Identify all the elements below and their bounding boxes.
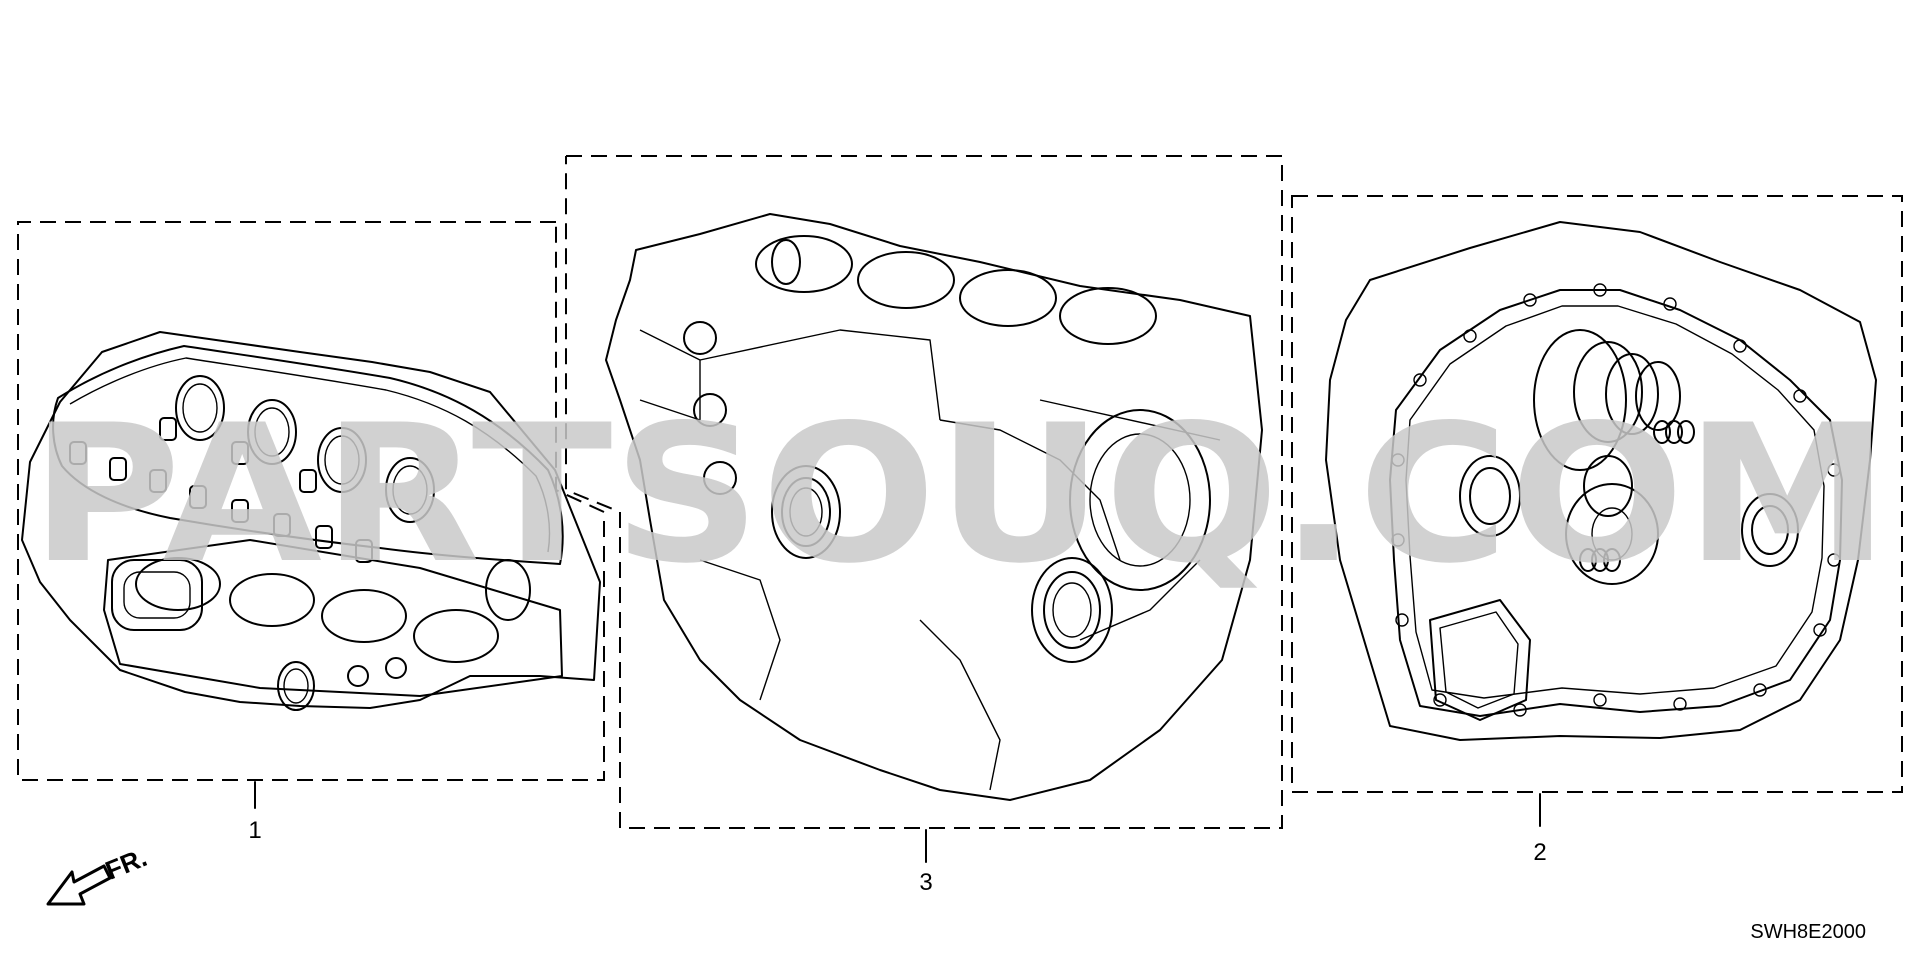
cylinder-head-drawing bbox=[21, 331, 601, 711]
gasket-kit-2-group[interactable] bbox=[1291, 195, 1903, 793]
group-2-dashed-boundary bbox=[1291, 195, 1903, 793]
callout-1-label[interactable]: 1 bbox=[248, 817, 261, 844]
front-direction-indicator: FR. bbox=[46, 842, 151, 906]
watermark-text: PARTSOUQ.COM bbox=[30, 384, 1890, 605]
gasket-kit-1-group[interactable] bbox=[17, 221, 605, 781]
group-3-dashed-boundary bbox=[565, 155, 1283, 829]
callout-3-label[interactable]: 3 bbox=[919, 869, 932, 896]
transmission-case-drawing bbox=[1325, 221, 1877, 741]
gasket-kit-3-group[interactable] bbox=[565, 155, 1283, 829]
front-arrow-icon bbox=[46, 864, 112, 906]
engine-block-drawing bbox=[605, 213, 1263, 801]
callout-2-label[interactable]: 2 bbox=[1533, 839, 1546, 866]
diagram-code: SWH8E2000 bbox=[1750, 921, 1866, 943]
